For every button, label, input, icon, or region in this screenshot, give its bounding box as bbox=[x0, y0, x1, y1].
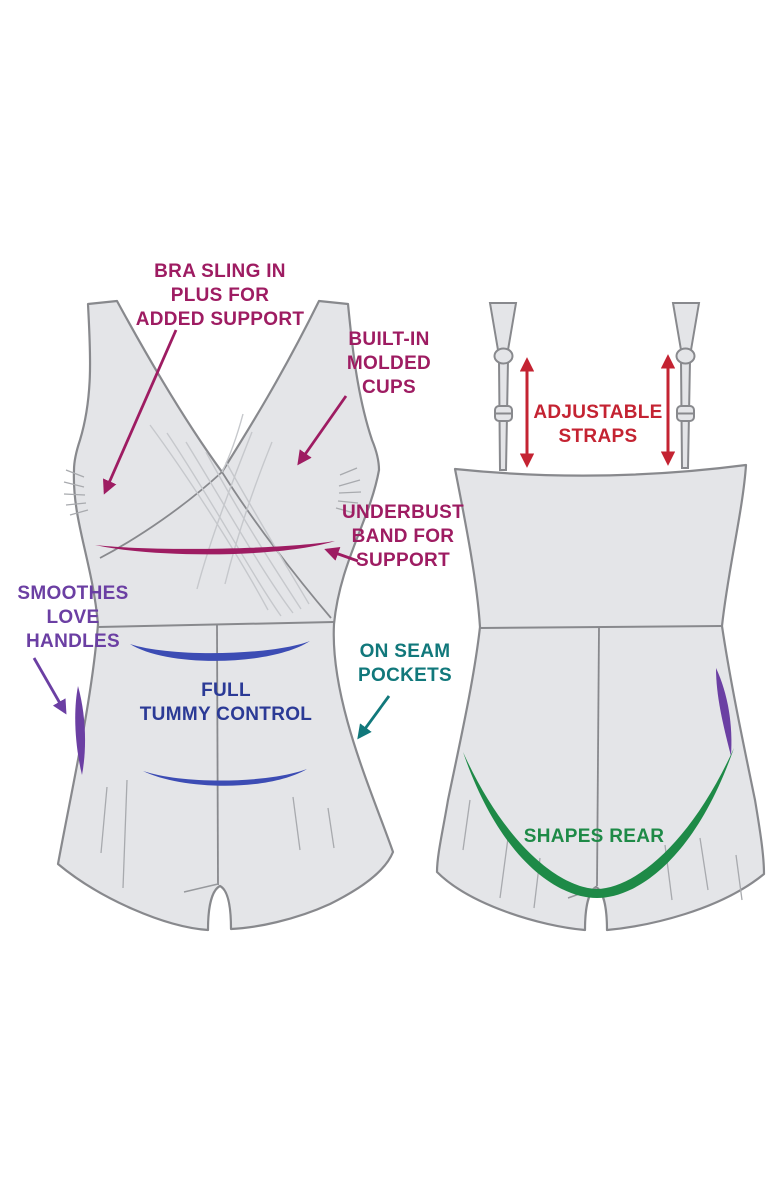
underbust-band-label: UNDERBUST BAND FOR SUPPORT bbox=[342, 502, 464, 571]
strap-ring bbox=[675, 347, 696, 365]
love-handles-arrow bbox=[32, 657, 67, 715]
adjustable-straps-label: ADJUSTABLE STRAPS bbox=[533, 402, 663, 447]
front-leg-lines bbox=[100, 779, 335, 889]
full-tummy-control-label: FULL TUMMY CONTROL bbox=[139, 680, 313, 725]
underbust-band-arrow bbox=[324, 547, 359, 563]
bra-sling-label: BRA SLING IN PLUS FOR ADDED SUPPORT bbox=[135, 261, 305, 330]
love-handle-highlight-back bbox=[716, 668, 732, 756]
built-in-molded-cups-label: BUILT-IN MOLDED CUPS bbox=[346, 329, 432, 398]
shapes-rear-highlight bbox=[463, 748, 734, 898]
drape-line bbox=[196, 431, 253, 590]
drape-line bbox=[221, 413, 244, 473]
back-suit bbox=[435, 302, 766, 932]
molded-cups-arrow bbox=[297, 395, 348, 466]
drape-line bbox=[149, 424, 269, 611]
front-gather-lines bbox=[63, 467, 362, 516]
underbust-band-highlight bbox=[95, 541, 335, 555]
on-seam-pockets-arrow bbox=[357, 695, 391, 740]
front-wrap-edge-left bbox=[99, 471, 223, 559]
bra-sling-arrow bbox=[103, 329, 178, 495]
drape-line bbox=[225, 461, 310, 605]
back-waist-seam bbox=[479, 625, 723, 629]
strap-top bbox=[671, 302, 701, 351]
drape-line bbox=[185, 441, 294, 614]
front-center-seam bbox=[216, 624, 219, 886]
drape-line bbox=[224, 441, 273, 585]
shapes-rear-label: SHAPES REAR bbox=[523, 826, 665, 847]
drape-line bbox=[205, 451, 302, 610]
tummy-control-band-upper bbox=[130, 641, 310, 661]
strap-top bbox=[488, 302, 518, 351]
front-hem-fold-line bbox=[183, 883, 219, 893]
back-suit-outline bbox=[435, 463, 766, 932]
drape-line bbox=[166, 432, 282, 617]
tummy-control-band-lower bbox=[143, 769, 307, 786]
annotation-arrows bbox=[32, 329, 676, 740]
front-drape-lines bbox=[149, 413, 310, 617]
front-waist-seam bbox=[97, 621, 335, 628]
back-strap-right bbox=[671, 302, 701, 469]
love-handle-highlight-front bbox=[75, 686, 86, 775]
smoothes-love-handles-label: SMOOTHES LOVE HANDLES bbox=[17, 583, 129, 652]
back-strap-left bbox=[488, 302, 518, 471]
back-center-seam bbox=[596, 626, 600, 887]
on-seam-pockets-label: ON SEAM POCKETS bbox=[358, 641, 452, 686]
strap-ring bbox=[493, 347, 514, 365]
